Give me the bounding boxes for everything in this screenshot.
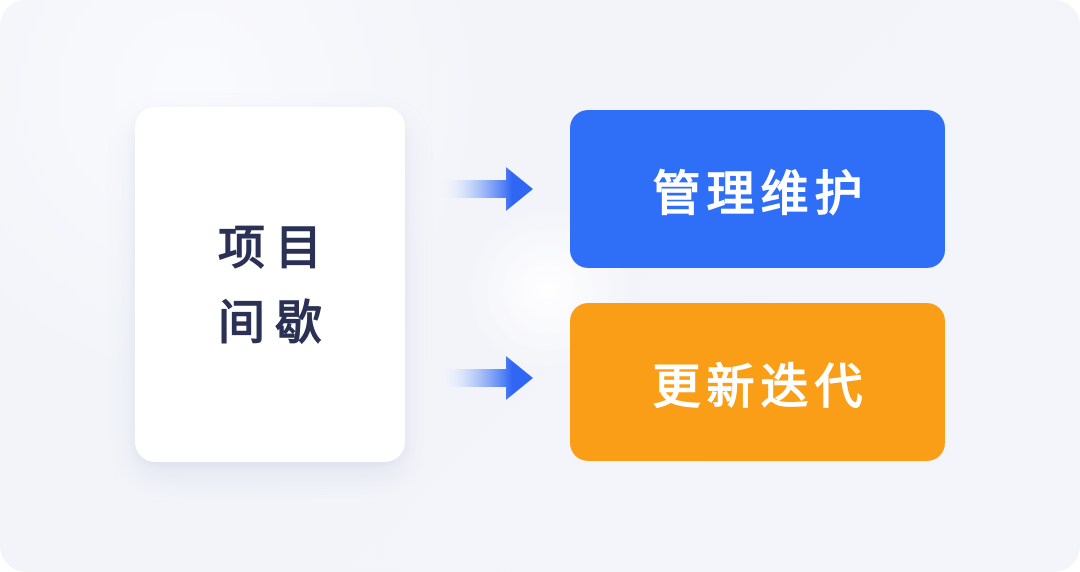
target-node-iteration-label: 更新迭代 — [652, 361, 869, 414]
arrow-right-icon — [440, 356, 533, 400]
target-node-maintenance: 管理维护 — [570, 110, 945, 268]
source-card: 项目 间歇 — [135, 107, 405, 462]
source-card-line-2: 间歇 — [218, 295, 332, 349]
target-node-maintenance-label: 管理维护 — [652, 168, 869, 221]
source-card-line-1: 项目 — [218, 220, 332, 274]
target-node-iteration: 更新迭代 — [570, 303, 945, 461]
arrow-right-icon — [440, 167, 533, 211]
